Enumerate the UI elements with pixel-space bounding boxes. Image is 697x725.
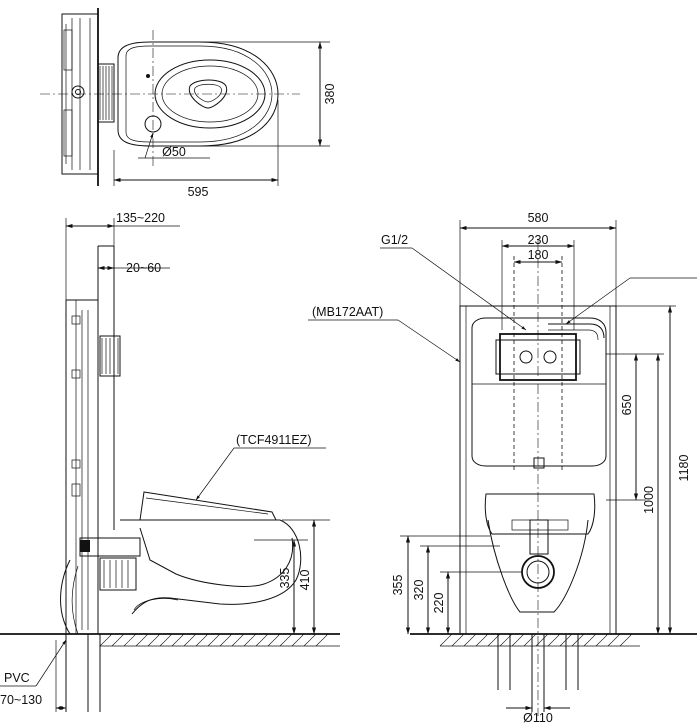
mount-width-label: 230 [528, 233, 549, 247]
seat-model-label: (TCF4911EZ) [236, 433, 311, 447]
h220-label: 220 [432, 593, 446, 614]
frame-width-label: 580 [528, 211, 549, 225]
bracket-height-label: 1000 [642, 486, 656, 514]
depth-range-label: 135~220 [116, 211, 165, 225]
frame-depth-label: 20~60 [126, 261, 161, 275]
width-595-label: 595 [188, 185, 209, 199]
bolt-spacing-label: 180 [528, 248, 549, 262]
rim-height-label: 410 [298, 570, 312, 591]
frame-height-label: 1180 [677, 455, 691, 482]
h320-label: 320 [412, 580, 426, 601]
pvc-range-label: 70~130 [0, 693, 42, 707]
front-view: 580 230 180 G1/2 (MB172AAT) 650 1000 118… [308, 211, 697, 725]
top-view: 380 595 Ø50 [40, 8, 337, 199]
drain-diameter-label: Ø110 [523, 711, 553, 725]
frame-model-label: (MB172AAT) [312, 305, 383, 319]
depth-380-label: 380 [323, 84, 337, 105]
h355-label: 355 [391, 575, 405, 596]
side-view: 135~220 20~60 (TCF4911EZ) 335 410 PVC 70… [0, 211, 340, 712]
seat-height-label: 335 [278, 568, 292, 589]
supply-thread-label: G1/2 [381, 233, 408, 247]
pvc-label: PVC [4, 671, 30, 685]
cistern-height-label: 650 [620, 395, 634, 416]
outlet-diameter-label: Ø50 [162, 145, 186, 159]
